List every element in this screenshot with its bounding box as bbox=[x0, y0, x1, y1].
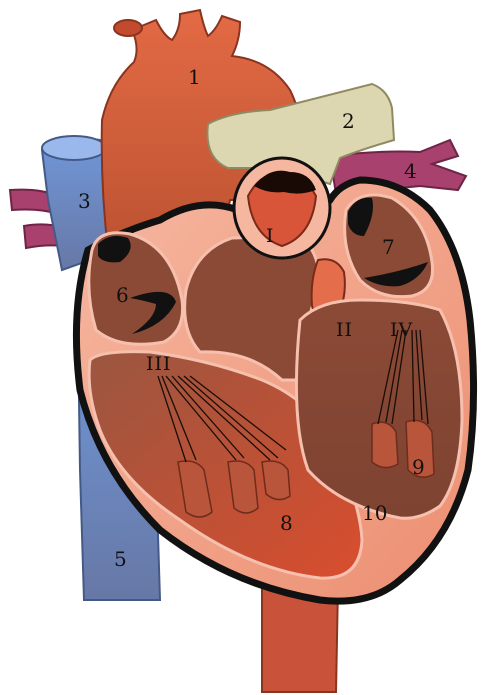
label-mitral-valve: IV bbox=[390, 319, 413, 341]
papillary-muscle-rv-3 bbox=[262, 461, 290, 500]
label-pulmonary-veins: 4 bbox=[404, 159, 417, 183]
label-aortic-valve: II bbox=[336, 319, 353, 341]
label-inferior-vena-cava: 5 bbox=[114, 547, 127, 571]
label-tricuspid-valve: III bbox=[146, 353, 172, 375]
label-superior-vena-cava: 3 bbox=[78, 189, 91, 213]
superior-vena-cava-opening bbox=[42, 136, 106, 160]
label-aorta: 1 bbox=[188, 65, 201, 89]
aorta-branch-opening bbox=[114, 20, 142, 36]
papillary-muscle-lv-1 bbox=[372, 422, 398, 467]
label-pulmonary-artery: 2 bbox=[342, 109, 355, 133]
label-left-ventricle: 9 bbox=[412, 455, 425, 479]
label-septum-wall: 10 bbox=[362, 501, 387, 525]
label-left-atrium: 7 bbox=[382, 235, 395, 259]
label-pulmonary-valve: I bbox=[266, 225, 275, 247]
label-right-atrium: 6 bbox=[116, 283, 129, 307]
label-right-ventricle: 8 bbox=[280, 511, 293, 535]
